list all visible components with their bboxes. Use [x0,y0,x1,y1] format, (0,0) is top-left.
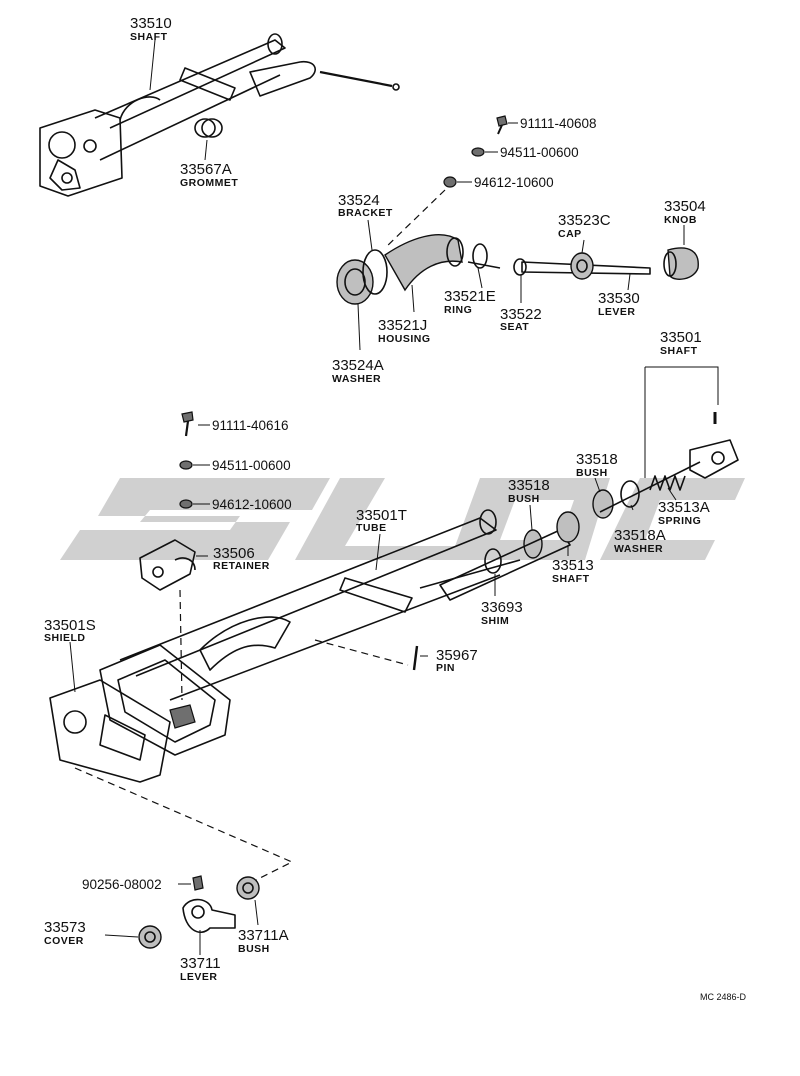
label-33501s-name: SHIELD [44,632,86,644]
dashed-guide-pin [314,639,409,666]
label-33711a-number: 33711A [238,927,289,944]
shield-33501s [49,679,171,783]
label-33521j-name: HOUSING [378,333,431,345]
shaft-33513 [439,511,580,601]
label-35967-number: 35967 [436,647,478,664]
dashed-guide-bracket [384,189,446,249]
label-33522-number: 33522 [500,306,542,323]
washer-33518a [620,480,640,508]
label-33573-number: 33573 [44,919,86,936]
label-33513-name: SHAFT [552,573,590,585]
label-33518-lower-name: BUSH [508,493,540,505]
label-33521e-name: RING [444,304,472,316]
spring-33513a [649,475,686,491]
shim-33693 [484,548,502,574]
label-33504-number: 33504 [664,198,706,215]
label-94612-10600: 94612-10600 [474,175,554,190]
label-33524a-name: WASHER [332,373,381,385]
label-94511-00600: 94511-00600 [500,145,579,160]
dashed-guide-shield [74,767,294,889]
bush-33518-lower [523,529,543,559]
label-33518a-number: 33518A [614,527,666,544]
washer-94511-00600 [471,147,485,157]
label-33524-name: BRACKET [338,207,393,219]
label-33518a-name: WASHER [614,543,663,555]
label-33524-number: 33524 [338,192,380,209]
label-33530-number: 33530 [598,290,640,307]
label-33711-name: LEVER [180,971,218,983]
label-33501s-number: 33501S [44,617,96,634]
label-33567a-number: 33567A [180,161,232,178]
pin-35967 [412,645,419,671]
lever-33711 [182,898,236,933]
column-bracket [99,644,231,756]
label-33711a-name: BUSH [238,943,270,955]
label-33521e-number: 33521E [444,288,496,305]
seat-33522 [513,258,527,276]
label-33567a-name: GROMMET [180,177,238,189]
bush-33518-upper [592,489,614,519]
label-33501-name: SHAFT [660,345,698,357]
label-33518-lower-number: 33518 [508,477,550,494]
label-33693-name: SHIM [481,615,509,627]
label-33573-name: COVER [44,935,84,947]
washer-94511-00600-b [179,460,193,470]
bush-33711a [236,876,260,900]
lever-33530 [521,261,651,275]
bolt-91111-40608 [496,115,508,135]
leader-lines [69,39,719,955]
bracket-33524 [336,249,388,305]
bolt-91111-40616 [181,411,194,437]
watermark-logo [60,478,745,560]
tube-33501t [119,509,521,701]
label-91111-40616: 91111-40616 [212,418,289,433]
label-33501t-number: 33501T [356,507,407,524]
bolt-90256-08002 [192,875,204,891]
label-91111-40608: 91111-40608 [520,116,597,131]
nut-94612-10600-b [179,499,193,509]
label-33506-number: 33506 [213,545,255,562]
label-33510-number: 33510 [130,15,172,32]
label-33524a-number: 33524A [332,357,384,374]
label-90256-08002: 90256-08002 [82,877,162,892]
diagram-code: MC 2486-D [700,992,747,1002]
label-33518-upper-name: BUSH [576,467,608,479]
knob-33504 [663,247,699,280]
label-33501t-name: TUBE [356,522,387,534]
label-33513a-name: SPRING [658,515,701,527]
label-33501-number: 33501 [660,329,702,346]
ring-33521e [467,243,501,269]
cap-33523c [570,252,594,280]
label-94511-00600-b: 94511-00600 [212,458,291,473]
label-33513-number: 33513 [552,557,594,574]
retainer-33506 [139,539,196,591]
shaft-33501 [599,412,739,513]
label-33506-name: RETAINER [213,560,270,572]
label-33523c-number: 33523C [558,212,611,229]
label-33510-name: SHAFT [130,31,168,43]
label-33504-name: KNOB [664,214,697,226]
dashed-guide-retainer [179,589,183,701]
label-33711-number: 33711 [180,955,221,972]
label-33521j-number: 33521J [378,317,427,334]
label-33693-number: 33693 [481,599,523,616]
part-labels: 33510 SHAFT 33567A GROMMET 33524 BRACKET… [44,15,747,1002]
label-33522-name: SEAT [500,321,529,333]
cover-33573 [138,925,162,949]
label-94612-10600-b: 94612-10600 [212,497,292,512]
label-33513a-number: 33513A [658,499,710,516]
label-33518-upper-number: 33518 [576,451,618,468]
grommet-33567a [194,118,223,138]
label-33523c-name: CAP [558,228,582,240]
label-33530-name: LEVER [598,306,636,318]
housing-33521j [384,234,464,292]
nut-94612-10600 [443,176,457,188]
shaft-assembly-top [39,33,400,197]
label-35967-name: PIN [436,662,455,674]
